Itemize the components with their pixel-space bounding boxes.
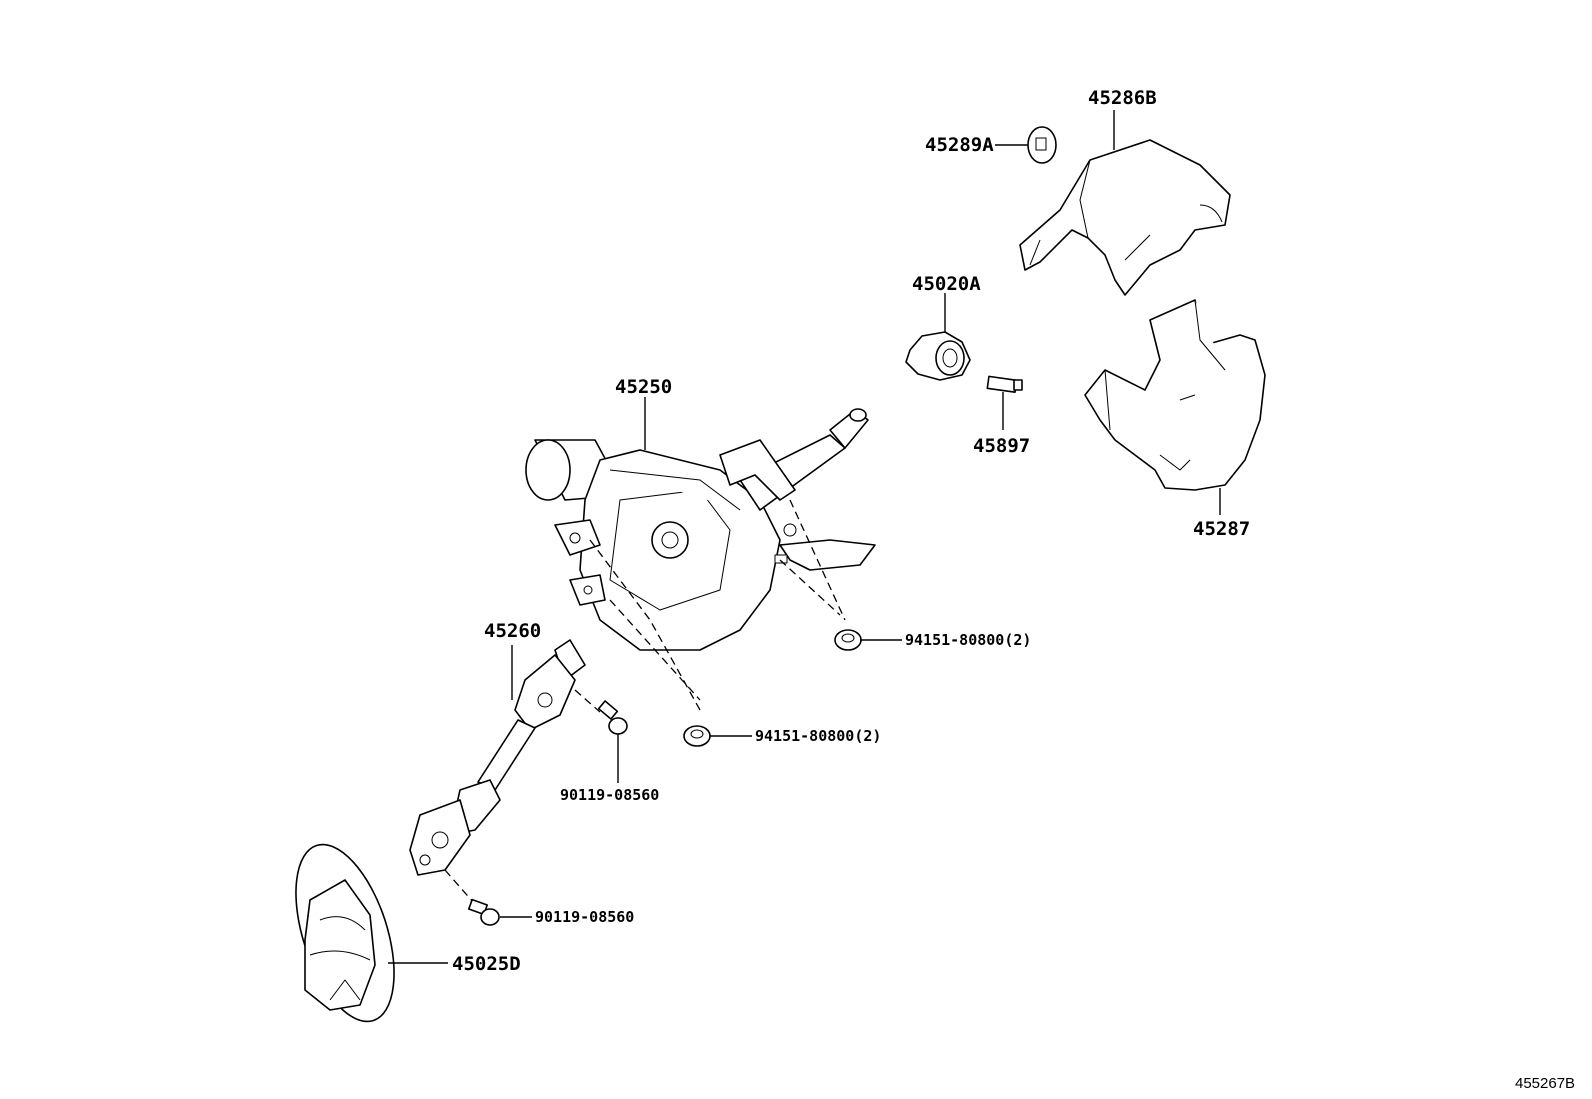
guide-line bbox=[574, 689, 601, 713]
flange-nut-lower bbox=[683, 725, 711, 747]
steering-column-assembly bbox=[525, 408, 876, 651]
label-intermediate-shaft: 45260 bbox=[484, 620, 541, 642]
intermediate-shaft bbox=[409, 639, 586, 876]
label-nut-right: 94151-80800(2) bbox=[905, 631, 1031, 649]
guide-line bbox=[779, 559, 841, 616]
label-nut-lower: 94151-80800(2) bbox=[755, 727, 881, 745]
label-lower-column-cover: 45287 bbox=[1193, 518, 1250, 540]
label-cover-clip: 45289A bbox=[925, 134, 994, 156]
guide-line bbox=[789, 499, 846, 621]
cover-clip bbox=[1027, 126, 1057, 164]
key-cylinder-pin bbox=[986, 375, 1023, 393]
label-steering-boot: 45025D bbox=[452, 953, 521, 975]
label-bolt-lower: 90119-08560 bbox=[535, 908, 634, 926]
label-upper-column-cover: 45286B bbox=[1088, 87, 1157, 109]
label-ignition-lock: 45020A bbox=[912, 273, 981, 295]
label-bolt-upper: 90119-08560 bbox=[560, 786, 659, 804]
upper-column-cover bbox=[1019, 139, 1231, 296]
flange-nut-right bbox=[834, 629, 862, 651]
bolt-lower bbox=[467, 898, 500, 926]
label-key-cylinder-pin: 45897 bbox=[973, 435, 1030, 457]
illustration-id: 455267B bbox=[1515, 1075, 1575, 1092]
ignition-lock-housing bbox=[905, 331, 971, 381]
guide-line bbox=[609, 599, 701, 701]
guide-line bbox=[589, 539, 701, 711]
bolt-upper bbox=[597, 700, 628, 735]
steering-boot bbox=[295, 843, 395, 1023]
label-column-assembly: 45250 bbox=[615, 376, 672, 398]
lower-column-cover bbox=[1084, 299, 1266, 491]
